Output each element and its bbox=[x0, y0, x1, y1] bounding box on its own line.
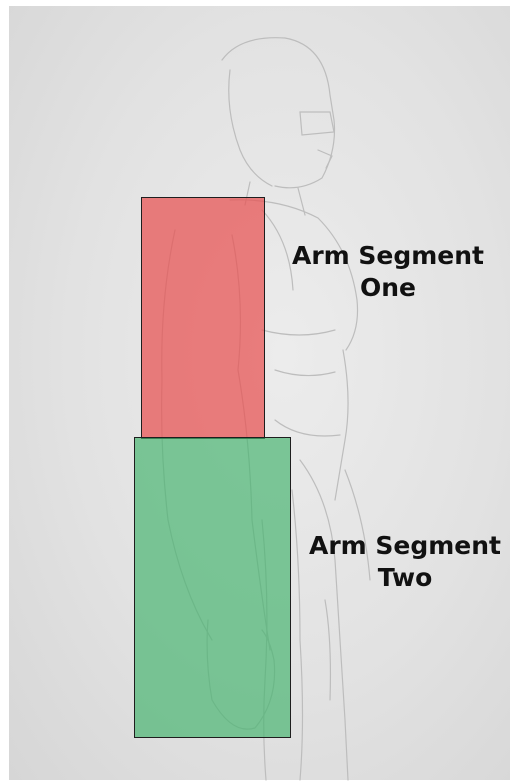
arm-segment-two-label-line2: Two bbox=[300, 562, 510, 594]
arm-segment-one-label-line2: One bbox=[282, 272, 494, 304]
arm-segment-one-box bbox=[141, 197, 265, 439]
arm-segment-one-label: Arm Segment One bbox=[282, 240, 494, 304]
arm-segment-two-box bbox=[134, 437, 291, 738]
arm-segment-two-label-line1: Arm Segment bbox=[300, 530, 510, 562]
arm-segment-two-label: Arm Segment Two bbox=[300, 530, 510, 594]
arm-segment-one-label-line1: Arm Segment bbox=[282, 240, 494, 272]
